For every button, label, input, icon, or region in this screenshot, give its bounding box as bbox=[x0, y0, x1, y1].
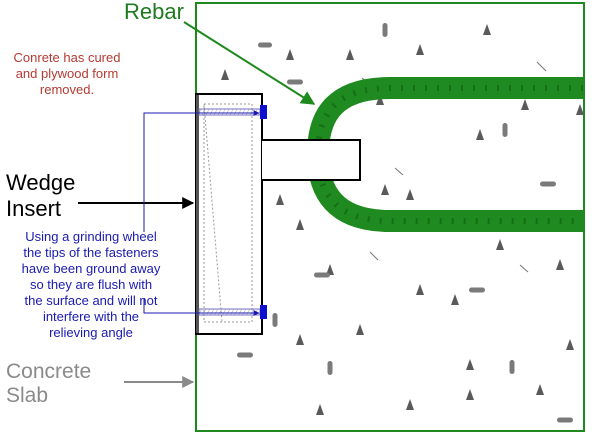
grinding-note: Using a grinding wheel the tips of the f… bbox=[2, 229, 180, 341]
cured-note: Conrete has cured and plywood form remov… bbox=[2, 50, 132, 98]
rebar-label: Rebar bbox=[124, 0, 184, 24]
fastener-top bbox=[198, 105, 267, 119]
grinding-note-line: the surface and will not bbox=[24, 293, 158, 308]
cured-note-line: and plywood form bbox=[15, 66, 119, 81]
grinding-note-line: interfere with the bbox=[42, 309, 140, 324]
grind-leader-bottom bbox=[143, 298, 260, 316]
grinding-note-line: Using a grinding wheel bbox=[25, 229, 157, 244]
grinding-note-line: relieving angle bbox=[49, 325, 133, 340]
grinding-note-line: have been ground away bbox=[21, 261, 161, 276]
wedge-insert-label: Wedge Insert bbox=[6, 170, 75, 222]
grind-leader-top bbox=[143, 110, 260, 232]
wedge-insert bbox=[195, 93, 361, 335]
concrete-slab-label-line: Concrete bbox=[6, 360, 92, 383]
fastener-bottom bbox=[198, 305, 267, 319]
concrete-slab-label-line: Slab bbox=[6, 384, 49, 407]
cured-note-line: removed. bbox=[39, 82, 95, 97]
concrete-slab-label: Concrete Slab bbox=[6, 360, 91, 408]
rebar-leader bbox=[183, 21, 316, 105]
wedge-insert-label-line: Insert bbox=[6, 196, 62, 221]
grinding-note-line: so they are flush with bbox=[29, 277, 153, 292]
cured-note-line: Conrete has cured bbox=[13, 50, 121, 65]
grinding-note-line: the tips of the fasteners bbox=[23, 245, 159, 260]
wedge-insert-label-line: Wedge bbox=[6, 170, 76, 195]
